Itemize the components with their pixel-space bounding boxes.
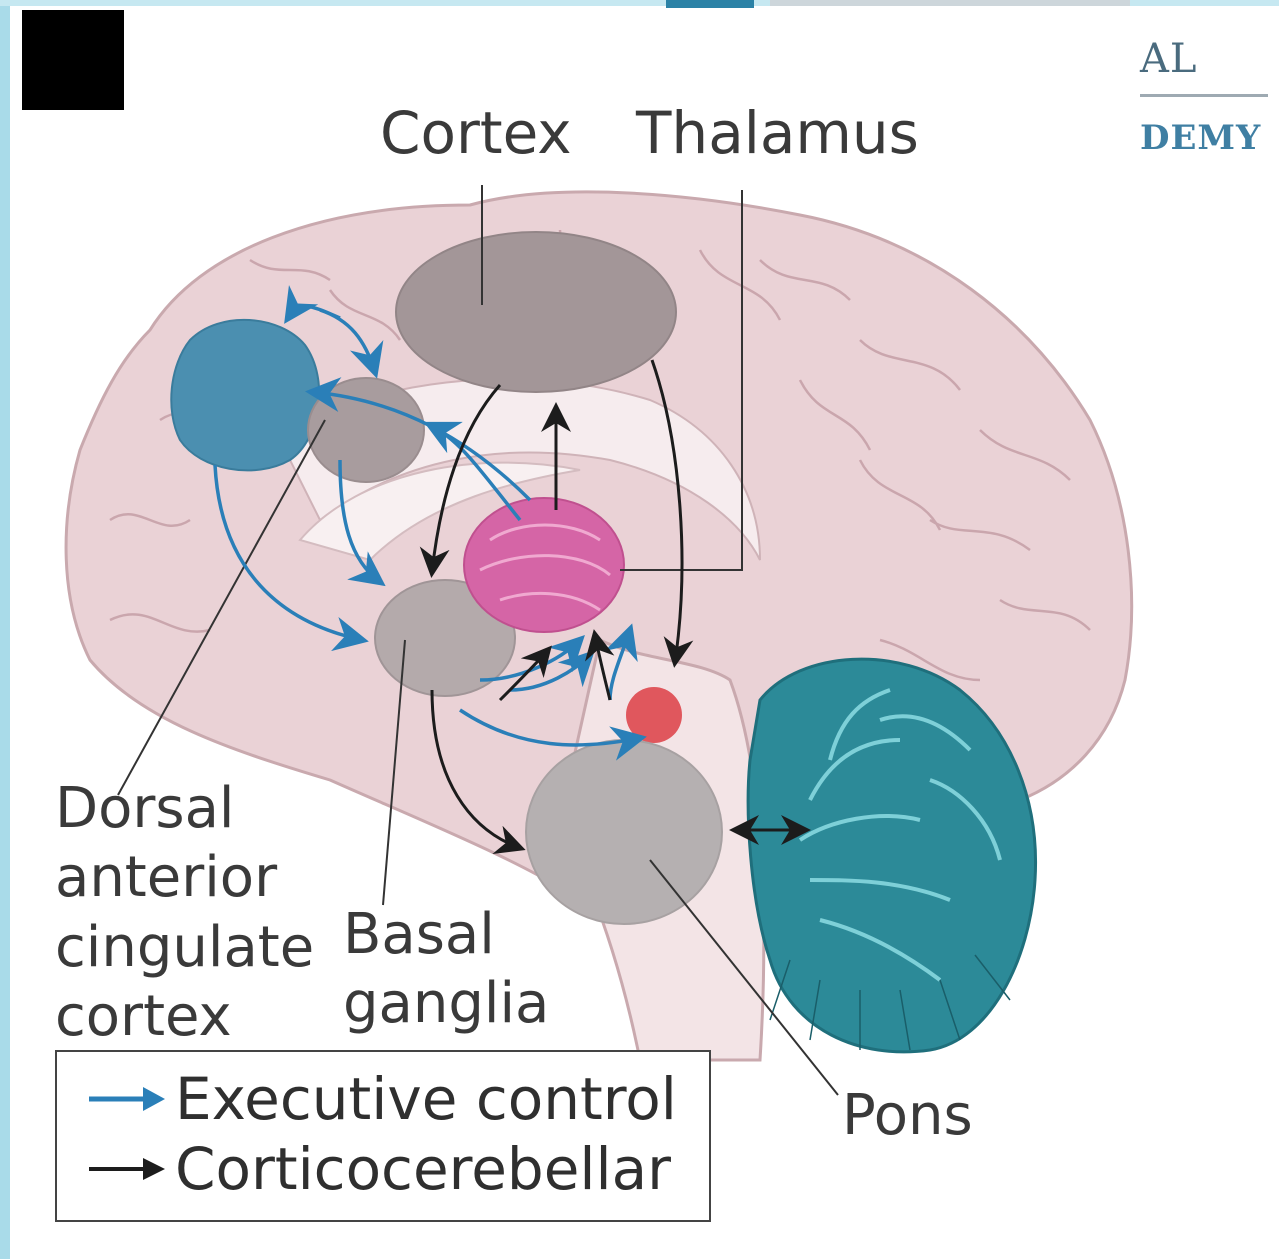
dacc-region	[171, 320, 319, 471]
cortex-region	[396, 232, 676, 392]
label-basal-ganglia: Basal ganglia	[343, 900, 573, 1039]
legend-label-executive-control: Executive control	[175, 1070, 677, 1128]
label-cortex: Cortex	[380, 104, 572, 162]
label-dorsal-anterior-cingulate-cortex: Dorsal anterior cingulate cortex	[55, 774, 335, 1052]
legend-black-arrow-icon	[87, 1154, 167, 1184]
label-thalamus: Thalamus	[636, 104, 919, 162]
legend-item-corticocerebellar: Corticocerebellar	[87, 1140, 671, 1198]
label-pons: Pons	[842, 1088, 973, 1144]
legend-label-corticocerebellar: Corticocerebellar	[175, 1140, 671, 1198]
legend-box: Executive control Corticocerebellar	[55, 1050, 711, 1222]
red-nucleus	[626, 687, 682, 743]
pons-region	[526, 740, 722, 924]
legend-item-executive-control: Executive control	[87, 1070, 677, 1128]
legend-blue-arrow-icon	[87, 1084, 167, 1114]
